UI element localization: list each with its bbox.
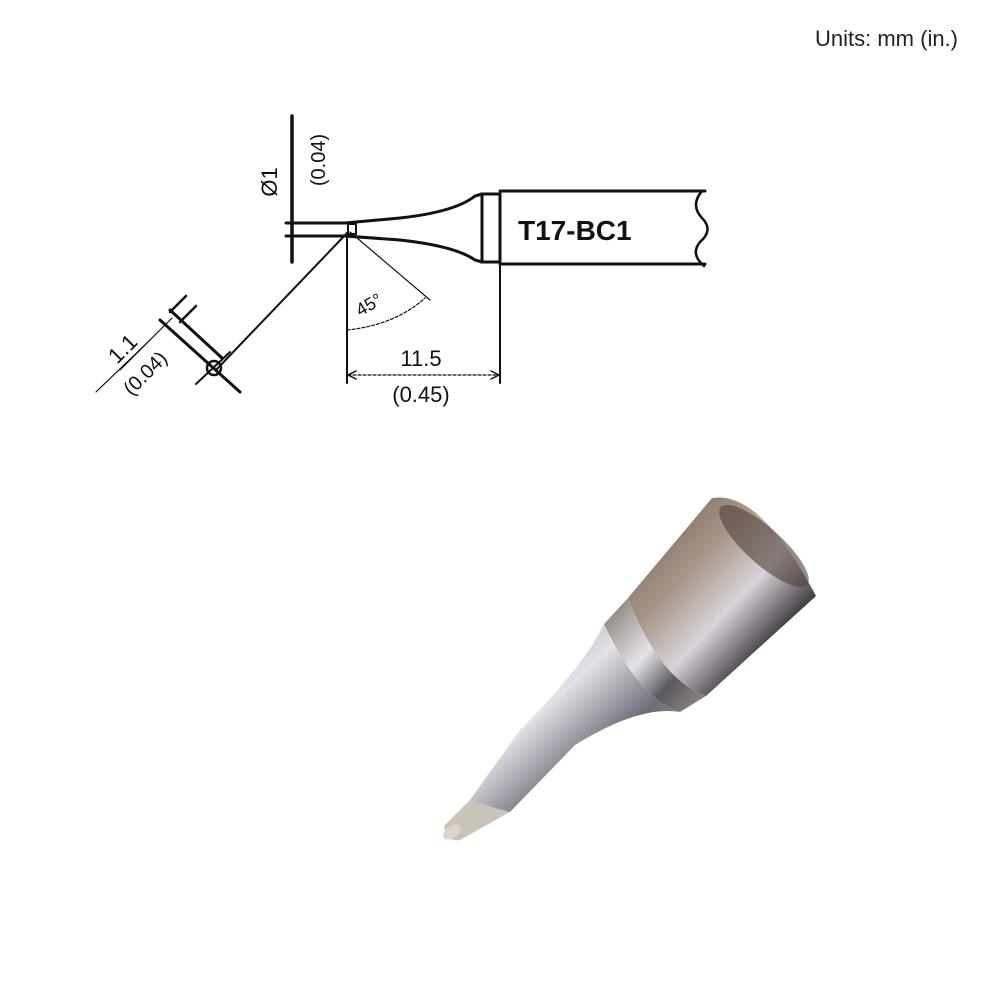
taper-length-in: (0.45) <box>392 382 449 407</box>
tip-diameter-mm: Ø1 <box>257 167 282 196</box>
technical-drawing: Ø1 (0.04) T17-BC1 45° 11.5 (0.45) 1.1 (0… <box>95 114 709 407</box>
taper-length-mm: 11.5 <box>400 346 441 371</box>
tip-diameter-in: (0.04) <box>308 134 330 186</box>
model-label: T17-BC1 <box>518 215 632 246</box>
units-label: Units: mm (in.) <box>815 26 958 51</box>
